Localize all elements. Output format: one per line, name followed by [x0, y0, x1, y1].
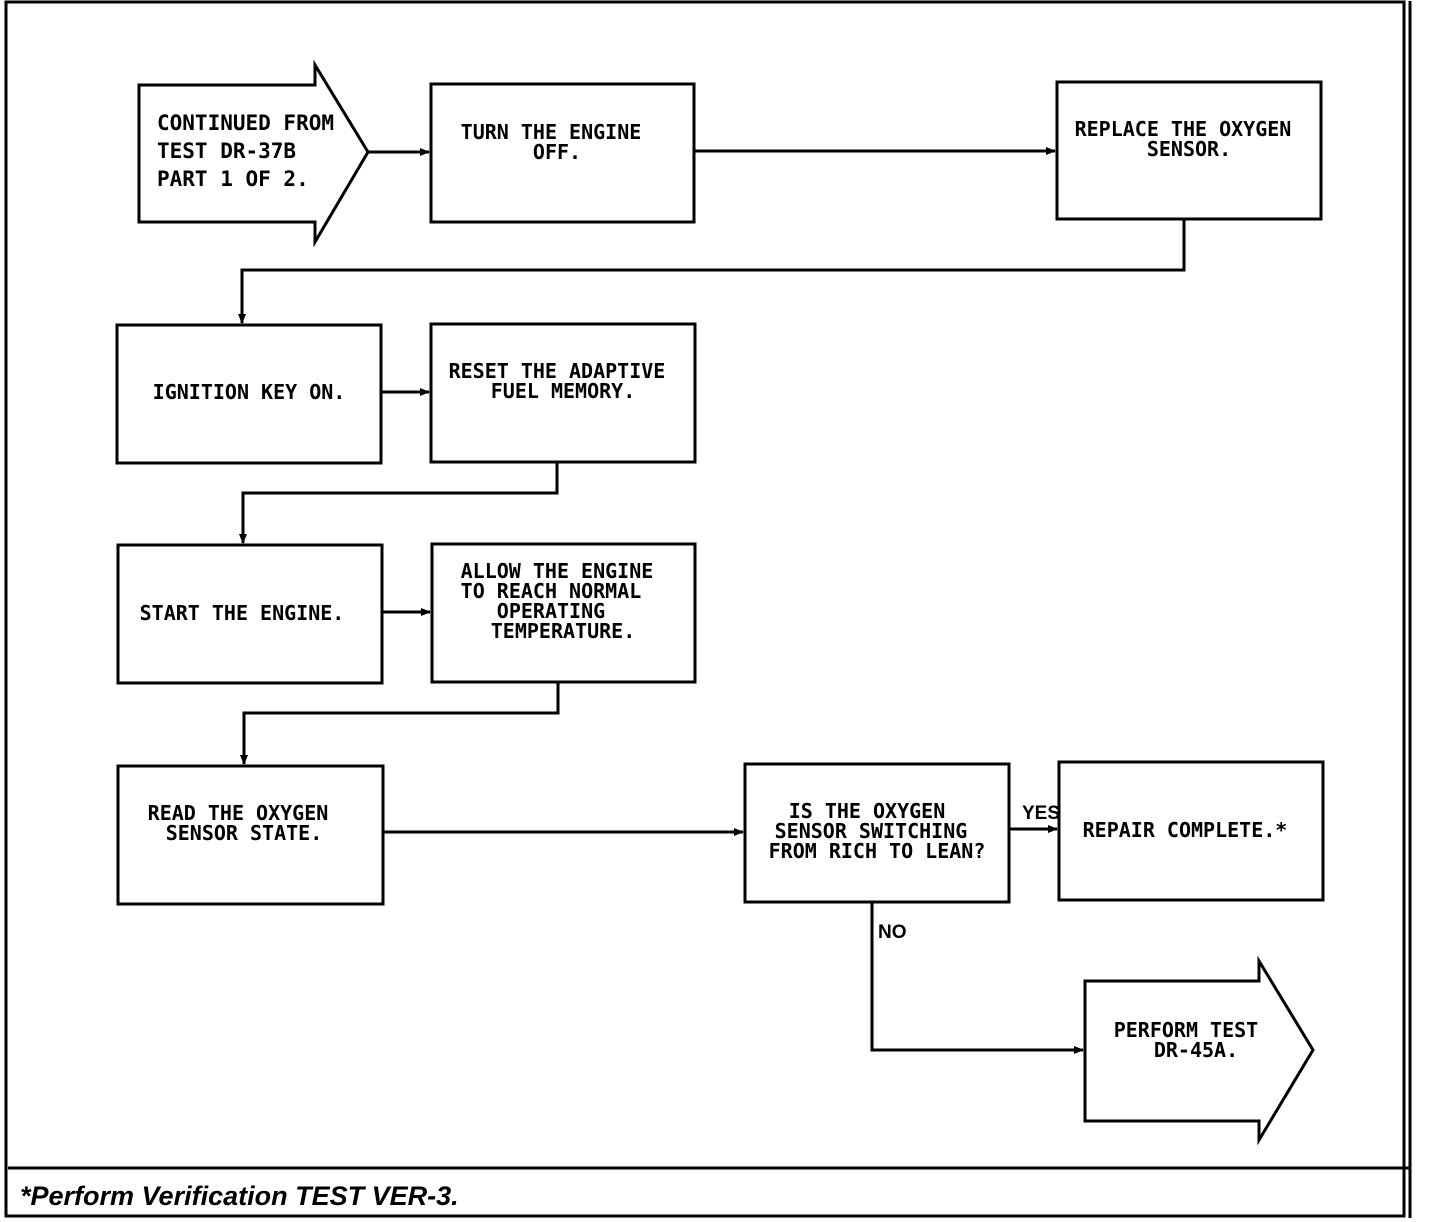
edge-label-yes: YES	[1022, 803, 1060, 824]
allow-line-4: TEMPERATURE.	[491, 619, 636, 643]
repair-line-1: REPAIR COMPLETE.*	[1083, 818, 1288, 842]
replace-line-2: SENSOR.	[1147, 137, 1231, 161]
continued-line-1: CONTINUED FROM	[157, 111, 334, 135]
svg-text:REPLACE THE OXYGEN SENSO: REPLACE THE OXYGEN SENSOR.	[1075, 117, 1304, 161]
allow-line-1: ALLOW THE ENGINE	[461, 559, 654, 583]
footer-note: *Perform Verification TEST VER-3.	[20, 1181, 459, 1211]
read-line-2: SENSOR STATE.	[166, 821, 323, 845]
svg-text:CONTINUED FROM TEST DR-3: CONTINUED FROM TEST DR-37B PART 1 OF 2.	[157, 111, 347, 191]
decision-line-1: IS THE OXYGEN	[789, 799, 946, 823]
svg-text:TURN THE ENGINE OFF.: TURN THE ENGINE OFF.	[461, 120, 654, 164]
node-allow-engine-warm: ALLOW THE ENGINE TO REACH NORMAL OPERATI…	[430, 542, 697, 684]
connector-allow-to-read	[240, 682, 560, 765]
perform-line-1: PERFORM TEST	[1114, 1018, 1259, 1042]
node-reset-adaptive-fuel-memory: RESET THE ADAPTIVE FUEL MEMORY.	[429, 322, 697, 464]
node-ignition-key-on: IGNITION KEY ON.	[115, 323, 383, 465]
replace-line-1: REPLACE THE OXYGEN	[1075, 117, 1292, 141]
connector-replace-to-ignition	[238, 219, 1186, 324]
edge-label-no: NO	[878, 922, 907, 943]
perform-line-2: DR-45A.	[1154, 1038, 1238, 1062]
node-is-sensor-switching: IS THE OXYGEN SENSOR SWITCHING FROM RICH…	[743, 762, 1011, 904]
node-read-oxygen-sensor-state: READ THE OXYGEN SENSOR STATE.	[116, 764, 385, 906]
svg-text:RESET THE ADAPTIVE FUEL: RESET THE ADAPTIVE FUEL MEMORY.	[449, 359, 678, 403]
node-continued-from: CONTINUED FROM TEST DR-37B PART 1 OF 2.	[137, 59, 370, 248]
ignition-line-1: IGNITION KEY ON.	[153, 380, 346, 404]
svg-text:READ THE OXYGEN SENSOR S: READ THE OXYGEN SENSOR STATE.	[148, 801, 341, 845]
svg-text:IGNITION KEY ON.: IGNITION KEY ON.	[153, 380, 346, 404]
decision-line-3: FROM RICH TO LEAN?	[769, 839, 986, 863]
turn-off-line-2: OFF.	[533, 140, 581, 164]
read-line-1: READ THE OXYGEN	[148, 801, 329, 825]
svg-text:IS THE OXYGEN SENSOR SWI: IS THE OXYGEN SENSOR SWITCHING FROM RICH…	[769, 799, 986, 863]
svg-text:REPAIR COMPLETE.*: REPAIR COMPLETE.*	[1083, 818, 1288, 842]
allow-line-3: OPERATING	[497, 599, 605, 623]
reset-line-1: RESET THE ADAPTIVE	[449, 359, 666, 383]
outer-frame	[4, 0, 1406, 1218]
continued-line-3: PART 1 OF 2.	[157, 167, 309, 191]
reset-line-2: FUEL MEMORY.	[491, 379, 636, 403]
svg-text:ALLOW THE ENGINE TO REAC: ALLOW THE ENGINE TO REACH NORMAL OPERATI…	[461, 559, 666, 643]
node-perform-test-dr45a: PERFORM TEST DR-45A.	[1083, 955, 1315, 1146]
node-replace-oxygen-sensor: REPLACE THE OXYGEN SENSOR.	[1055, 80, 1323, 221]
node-turn-engine-off: TURN THE ENGINE OFF.	[429, 82, 696, 224]
svg-text:START THE ENGINE.: START THE ENGINE.	[140, 601, 345, 625]
continued-line-2: TEST DR-37B	[157, 139, 296, 163]
start-line-1: START THE ENGINE.	[140, 601, 345, 625]
connector-decision-no	[870, 902, 1084, 1054]
decision-line-2: SENSOR SWITCHING	[775, 819, 968, 843]
turn-off-line-1: TURN THE ENGINE	[461, 120, 642, 144]
connectors	[238, 147, 1186, 1054]
connector-reset-to-start	[239, 462, 559, 544]
node-start-engine: START THE ENGINE.	[116, 543, 384, 685]
svg-text:PERFORM TEST DR-45A.: PERFORM TEST DR-45A.	[1114, 1018, 1271, 1062]
node-repair-complete: REPAIR COMPLETE.*	[1057, 760, 1325, 902]
